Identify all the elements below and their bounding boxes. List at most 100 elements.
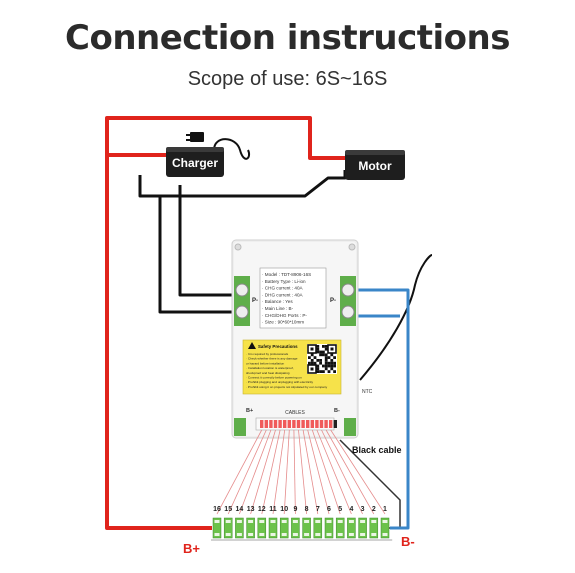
battery-cell-tab	[259, 520, 265, 523]
battery-cell-tab	[382, 533, 388, 536]
balance-connector-pins	[260, 420, 337, 428]
cell-number: 5	[338, 506, 342, 513]
balance-wire	[302, 429, 319, 515]
cell-number: 6	[327, 506, 331, 513]
safety-title: Safety Precautions	[258, 344, 298, 349]
battery-cell	[313, 517, 323, 539]
balance-wire	[325, 429, 375, 515]
battery-cell-tab	[360, 533, 366, 536]
battery-cell	[268, 517, 278, 539]
cables-label: CABLES	[285, 410, 305, 416]
cell-number: 14	[236, 506, 244, 513]
cell-number: 15	[224, 506, 232, 513]
connector-pin	[319, 420, 324, 428]
cell-number: 2	[372, 506, 376, 513]
page-subtitle: Scope of use: 6S~16S	[187, 68, 388, 90]
safety-line: shockproof and heat dissipating	[246, 371, 290, 375]
charger-label: Charger	[172, 156, 218, 170]
spec-line: · CHG/DHG Ports : P-	[262, 313, 307, 318]
battery-cell-tab	[281, 520, 287, 523]
ntc-label: NTC	[362, 389, 373, 395]
battery-cell-tab	[304, 533, 310, 536]
red-b-plus-wire	[105, 155, 212, 530]
spec-line: · Model : TDT-8906-16S	[262, 272, 311, 277]
balance-wire	[293, 429, 296, 515]
battery-cell-tab	[214, 520, 220, 523]
connector-pin	[301, 420, 305, 428]
motor-label: Motor	[358, 159, 392, 173]
battery-cell-tab	[315, 533, 321, 536]
balance-wire	[311, 429, 341, 515]
balance-wire	[321, 429, 363, 515]
battery-cell-tab	[315, 520, 321, 523]
battery-cell-tab	[225, 533, 231, 536]
battery-cell-tab	[360, 520, 366, 523]
board-b-minus-label: B-	[334, 408, 340, 414]
balance-wire	[330, 429, 386, 515]
spec-line: · Size : 90*60*10mm	[262, 320, 304, 325]
safety-line: · It is required by professionals	[246, 352, 289, 356]
battery-cell-tab	[225, 520, 231, 523]
connector-pin	[310, 420, 314, 428]
connector-pin	[315, 420, 319, 428]
connector-pin	[283, 420, 287, 428]
battery-cell	[212, 517, 222, 539]
battery-cell-tab	[281, 533, 287, 536]
battery-cell-tab	[248, 533, 254, 536]
connector-pin	[329, 420, 333, 428]
balance-wires	[216, 429, 386, 515]
safety-line: or hazard before installation	[246, 361, 284, 365]
connector-pin	[278, 420, 282, 428]
motor-box: Motor	[345, 150, 405, 180]
cell-number: 10	[280, 506, 288, 513]
battery-cell	[257, 517, 267, 539]
battery-cell	[279, 517, 289, 539]
black-cable-label: Black cable	[352, 445, 402, 455]
battery-cell	[324, 517, 334, 539]
connector-pin	[273, 420, 278, 428]
spec-line: · CHG current : 40A	[262, 286, 304, 291]
connector-pin	[264, 420, 268, 428]
balance-wire	[316, 429, 352, 515]
cell-number: 9	[293, 506, 297, 513]
balance-wire	[250, 429, 276, 515]
battery-cell-tab	[259, 533, 265, 536]
charger-p-minus-wire	[178, 185, 240, 297]
blue-b-minus-wire-1	[350, 288, 410, 530]
battery-cell	[369, 517, 379, 539]
balance-wire	[283, 429, 290, 515]
cell-number: 8	[305, 506, 309, 513]
battery-cell-tab	[348, 520, 354, 523]
balance-wire	[261, 429, 281, 515]
battery-cell	[358, 517, 367, 539]
p-minus-right-label: P-	[330, 298, 336, 304]
motor-p-minus-wire-2	[140, 194, 240, 314]
warning-icon	[248, 342, 256, 349]
battery-cell-tab	[337, 520, 343, 523]
battery-cell-tab	[236, 520, 242, 523]
battery-cell-tab	[382, 520, 388, 523]
spec-label	[259, 267, 327, 329]
cell-number: 11	[269, 506, 277, 513]
battery-cell	[291, 517, 300, 539]
spec-line: · Main Line : B-	[262, 306, 294, 311]
balance-wire	[239, 429, 272, 515]
connector-pin	[260, 420, 264, 428]
spec-line: · DHG current : 40A	[262, 292, 304, 297]
cell-number: 12	[258, 506, 266, 513]
connector-pin-black	[333, 420, 337, 428]
connector-pin	[296, 420, 301, 428]
b-minus-label: B-	[401, 534, 415, 549]
spec-lines: · Model : TDT-8906-16S· Battery Type : L…	[262, 272, 311, 325]
cell-number: 7	[316, 506, 320, 513]
plug-icon	[186, 132, 204, 142]
battery-cell-tab	[292, 533, 298, 536]
battery-cell-tab	[326, 533, 332, 536]
charger-box: Charger	[166, 147, 224, 177]
cell-number: 1	[383, 506, 387, 513]
battery-cell-tab	[371, 520, 377, 523]
safety-lines: · It is required by professionals· Check…	[246, 352, 328, 389]
battery-cell-tab	[236, 533, 242, 536]
